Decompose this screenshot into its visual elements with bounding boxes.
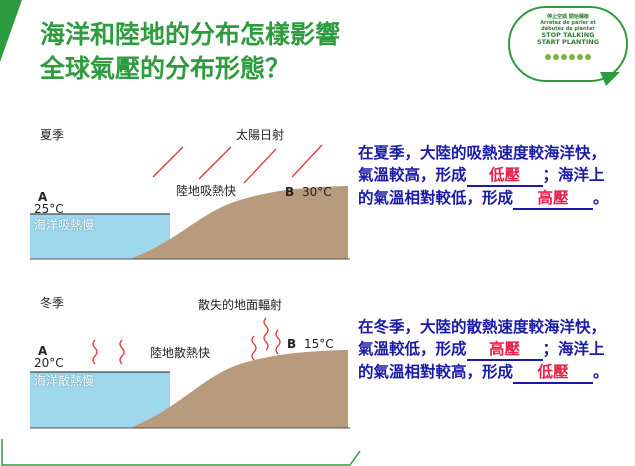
logo-line-2: Arrêtez de parler et (540, 20, 596, 26)
winter-text-3: 。 (593, 363, 609, 381)
title-line-2: 全球氣壓的分布形態？ (40, 54, 291, 83)
summer-text-2: ；海洋上的氣溫相對較低，形成 (358, 166, 605, 207)
summer-explanation: 在夏季，大陸的吸熱速度較海洋快，氣溫較高，形成低壓；海洋上的氣溫相對較低，形成高… (358, 142, 618, 210)
slide-title: 海洋和陸地的分布怎樣影響 全球氣壓的分布形態？ (40, 18, 470, 86)
sun-ray (152, 146, 184, 178)
sea-release-label: 海洋散熱慢 (34, 374, 95, 388)
summer-answer-2: 高壓 (513, 189, 594, 210)
summer-temp-b: 30°C (302, 185, 332, 199)
summer-diagram (30, 144, 350, 260)
title-line-1: 海洋和陸地的分布怎樣影響 (40, 20, 341, 49)
stop-talking-logo: 停止空談 開始種植 Arrêtez de parler et débutez d… (508, 6, 628, 82)
leaf-icon (545, 54, 551, 60)
winter-sea (30, 372, 170, 428)
land-release-label: 陸地散熱快 (150, 346, 211, 360)
leaf-icon (577, 54, 583, 60)
summer-text-1: 在夏季，大陸的吸熱速度較海洋快，氣溫較高，形成 (358, 144, 607, 184)
summer-text-3: 。 (593, 189, 609, 207)
bottom-frame (1, 439, 361, 466)
logo-line-1: 停止空談 開始種植 (547, 14, 589, 20)
winter-temp-a: 20°C (34, 356, 64, 370)
logo-speech-tail (600, 72, 620, 86)
sun-ray (243, 148, 277, 184)
logo-icon-row (528, 54, 608, 62)
summer-land (130, 186, 348, 259)
sun-ray (198, 146, 232, 180)
sea-absorb-label: 海洋吸熱慢 (34, 218, 95, 232)
winter-land (130, 350, 348, 428)
summer-sea (30, 214, 170, 259)
summer-label: 夏季 (40, 128, 65, 142)
summer-point-b: B (285, 185, 295, 199)
radiation-wave-icon (92, 339, 98, 365)
leaf-icon (561, 54, 567, 60)
leaf-icon (585, 54, 591, 60)
winter-point-b: B (287, 337, 297, 351)
leaf-icon (553, 54, 559, 60)
logo-line-5: START PLANTING (536, 38, 600, 46)
land-absorb-label: 陸地吸熱快 (176, 184, 237, 198)
radiation-wave-icon (263, 317, 269, 351)
winter-explanation: 在冬季，大陸的散熱速度較海洋快，氣溫較低，形成高壓；海洋上的氣溫相對較高，形成低… (358, 316, 618, 384)
radiation-wave-icon (275, 329, 281, 355)
winter-answer-1: 高壓 (466, 340, 543, 361)
winter-label: 冬季 (40, 296, 65, 310)
logo-text: 停止空談 開始種植 Arrêtez de parler et débutez d… (524, 14, 612, 46)
logo-line-3: débutez de planter (541, 26, 595, 32)
winter-point-a: A (38, 344, 48, 358)
winter-temp-b: 15°C (304, 337, 334, 351)
radiation-wave-icon (251, 335, 257, 361)
logo-line-4: STOP TALKING (541, 31, 595, 39)
leaf-icon (569, 54, 575, 60)
corner-accent (0, 0, 22, 62)
winter-text-1: 在冬季，大陸的散熱速度較海洋快，氣溫較低，形成 (358, 318, 607, 358)
summer-temp-a: 25°C (34, 202, 64, 216)
summer-point-a: A (38, 190, 48, 204)
sun-radiation-label: 太陽日射 (236, 128, 285, 142)
sun-ray (291, 144, 323, 178)
summer-answer-1: 低壓 (466, 166, 543, 187)
winter-diagram (30, 317, 350, 429)
winter-text-2: ；海洋上的氣溫相對較高，形成 (358, 340, 605, 381)
winter-answer-2: 低壓 (513, 363, 594, 384)
ground-radiation-label: 散失的地面輻射 (198, 298, 283, 312)
radiation-wave-icon (119, 339, 125, 365)
